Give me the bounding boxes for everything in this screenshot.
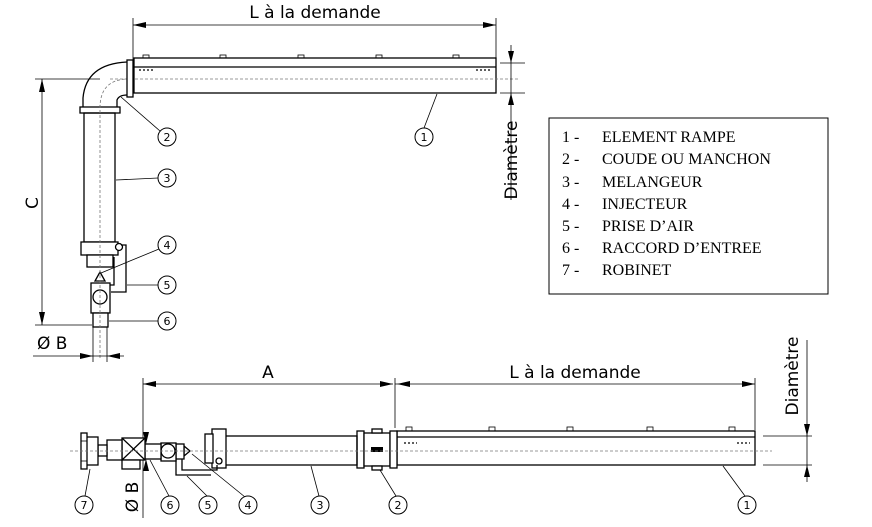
- legend-label-1: ELEMENT RAMPE: [602, 129, 735, 146]
- callout-4: 4: [164, 239, 171, 252]
- bottom-inlet-diameter-label: Ø B: [123, 482, 143, 512]
- bottom-inlet-diameter: Ø B: [123, 432, 149, 512]
- height-dimension: C: [23, 78, 100, 326]
- burner-rail: [110, 54, 518, 94]
- callouts-top: 1 2 3 4 5 6: [100, 93, 438, 331]
- length-label: L à la demande: [249, 3, 381, 23]
- callout-3b: 3: [317, 499, 324, 512]
- callouts-bottom: 7 6 5 4 3 2 1: [74, 453, 757, 515]
- legend-label-2: COUDE OU MANCHON: [602, 151, 771, 168]
- legend-num-7: 7 -: [562, 262, 579, 279]
- bottom-length-label: L à la demande: [509, 363, 641, 383]
- bottom-view: A L à la demande: [70, 337, 812, 518]
- legend-num-3: 3 -: [562, 174, 579, 191]
- top-view: L à la demande: [23, 3, 525, 362]
- callout-5b: 5: [205, 499, 212, 512]
- bottom-length-dimension: L à la demande: [395, 363, 756, 430]
- a-label: A: [262, 363, 274, 383]
- bottom-burner-rail: [396, 426, 756, 466]
- callout-6: 6: [164, 315, 171, 328]
- callout-3: 3: [164, 172, 171, 185]
- legend-label-5: PRISE D’AIR: [602, 218, 694, 235]
- callout-2b: 2: [395, 499, 402, 512]
- height-label: C: [23, 197, 43, 209]
- bottom-diameter-dimension: Diamètre: [763, 337, 812, 482]
- diameter-label: Diamètre: [502, 121, 522, 200]
- inlet-diameter-label: Ø B: [37, 334, 67, 354]
- legend-label-4: INJECTEUR: [602, 196, 688, 213]
- legend-num-1: 1 -: [562, 129, 579, 146]
- legend-num-2: 2 -: [562, 151, 579, 168]
- mixer: [80, 105, 127, 360]
- callout-1: 1: [421, 131, 428, 144]
- callout-2: 2: [164, 131, 171, 144]
- callout-1b: 1: [744, 499, 751, 512]
- legend-num-6: 6 -: [562, 240, 579, 257]
- callout-7: 7: [81, 499, 88, 512]
- legend: 1 - ELEMENT RAMPE 2 - COUDE OU MANCHON 3…: [548, 117, 829, 295]
- legend-num-5: 5 -: [562, 218, 579, 235]
- length-dimension: L à la demande: [132, 3, 497, 62]
- diameter-dimension: Diamètre: [500, 45, 525, 200]
- legend-label-3: MELANGEUR: [602, 174, 703, 191]
- bottom-diameter-label: Diamètre: [783, 337, 803, 416]
- legend-label-7: ROBINET: [602, 262, 672, 279]
- legend-num-4: 4 -: [562, 196, 579, 213]
- bottom-mixer: [97, 428, 358, 476]
- callout-5: 5: [164, 279, 171, 292]
- callout-4b: 4: [245, 499, 252, 512]
- bottom-sleeve: [356, 428, 398, 471]
- callout-6b: 6: [167, 499, 174, 512]
- legend-label-6: RACCORD D’ENTREE: [602, 240, 762, 257]
- a-dimension: A: [142, 363, 396, 518]
- elbow: [79, 59, 134, 114]
- inlet-diameter-dimension: Ø B: [33, 327, 124, 362]
